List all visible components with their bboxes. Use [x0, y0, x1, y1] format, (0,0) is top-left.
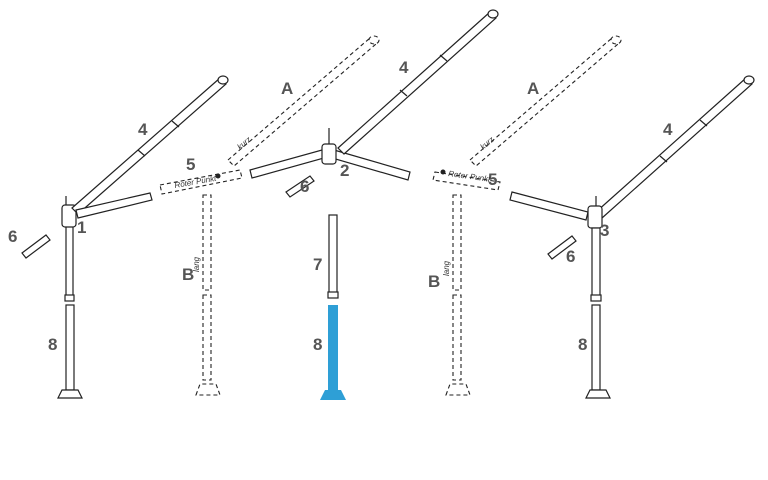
- left-corner-joint: [61, 204, 77, 228]
- center-frame: [249, 9, 499, 400]
- annotation-lang-left: lang: [192, 256, 201, 272]
- label-4-right: 4: [663, 120, 673, 139]
- right-dashed-upright: [452, 194, 462, 291]
- label-a-right: A: [527, 79, 539, 98]
- center-upper-pole: [328, 214, 338, 296]
- right-dashed-lower: [452, 294, 462, 381]
- label-4-center: 4: [399, 58, 409, 77]
- annotation-lang-right: lang: [442, 260, 451, 276]
- right-dashed-rafter: [469, 37, 619, 167]
- left-spare-piece: [21, 234, 51, 259]
- left-upper-pole: [65, 224, 74, 301]
- label-8-center: 8: [313, 335, 322, 354]
- left-lower-pole: [65, 304, 75, 391]
- label-6-left: 6: [8, 227, 17, 246]
- left-dashed-eave: [159, 169, 243, 195]
- left-eave-pole: [75, 192, 153, 219]
- right-dashed-eave: [432, 171, 501, 191]
- center-pole-collar: [327, 291, 339, 299]
- right-spare-piece: [547, 235, 577, 260]
- left-pole-collar: [64, 294, 75, 302]
- label-2: 2: [340, 161, 349, 180]
- label-a-left: A: [281, 79, 293, 98]
- label-5-right: 5: [488, 170, 497, 189]
- left-dashed-rafter: [227, 37, 377, 167]
- label-5-left: 5: [186, 155, 195, 174]
- left-frame: [21, 75, 229, 399]
- center-highlighted-pole: [328, 305, 338, 393]
- label-6-right: 6: [566, 247, 575, 266]
- right-eave-pole: [509, 191, 589, 221]
- label-6-center: 6: [300, 177, 309, 196]
- center-joint: [321, 143, 337, 165]
- right-rafter-pole: [595, 77, 753, 219]
- center-rafter-pole: [337, 11, 497, 155]
- left-foot: [57, 389, 83, 399]
- label-3: 3: [600, 221, 609, 240]
- label-8-right: 8: [578, 335, 587, 354]
- right-dashed-frame: [432, 35, 622, 396]
- right-lower-pole: [591, 304, 601, 391]
- right-foot: [585, 389, 611, 399]
- right-frame: [509, 75, 755, 399]
- right-upper-pole: [591, 227, 601, 299]
- label-b-left: B: [182, 265, 194, 284]
- center-highlighted-foot: [320, 390, 346, 400]
- left-dashed-frame: [159, 35, 380, 396]
- label-b-right: B: [428, 272, 440, 291]
- center-left-roof: [249, 149, 325, 179]
- label-4-left: 4: [138, 120, 148, 139]
- label-8-left: 8: [48, 335, 57, 354]
- left-dashed-upright: [202, 194, 212, 291]
- label-7: 7: [313, 255, 322, 274]
- label-1: 1: [77, 218, 86, 237]
- left-dashed-lower: [202, 294, 212, 381]
- right-pole-collar: [590, 294, 602, 302]
- center-spare-piece: [285, 175, 315, 198]
